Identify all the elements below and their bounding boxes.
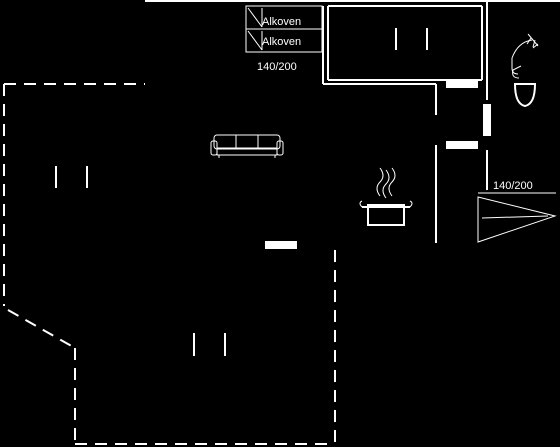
dimension-top: 140/200 xyxy=(257,61,297,73)
room-marker-top-right xyxy=(395,28,428,50)
door-bar-middle xyxy=(446,141,478,149)
bed-right xyxy=(477,196,557,243)
sofa-icon xyxy=(210,134,284,158)
dashed-boundary xyxy=(3,83,336,447)
shower-icon xyxy=(511,33,539,108)
alcove-beds: Alkoven Alkoven xyxy=(245,5,323,53)
room-marker-left xyxy=(55,166,88,188)
door-bar-top xyxy=(446,80,478,88)
dimension-right: 140/200 xyxy=(493,180,533,192)
door-bar-vertical xyxy=(483,104,491,136)
cooking-pot-icon xyxy=(359,167,413,226)
door-bar-living xyxy=(265,241,297,249)
alcove-label-1: Alkoven xyxy=(262,16,301,28)
alcove-label-2: Alkoven xyxy=(262,36,301,48)
room-marker-bottom xyxy=(193,333,226,356)
